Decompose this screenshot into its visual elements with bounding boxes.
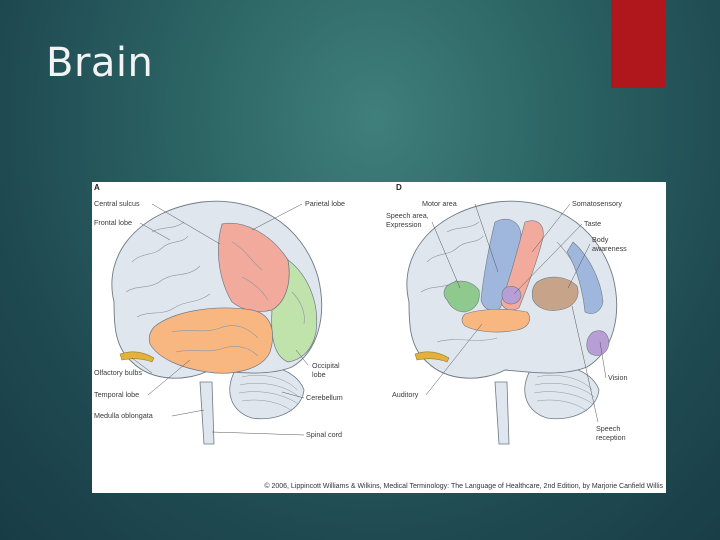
slide-title: Brain xyxy=(46,40,154,86)
label-frontal-lobe: Frontal lobe xyxy=(94,218,132,227)
label-vision: Vision xyxy=(608,373,628,382)
label-somatosensory: Somatosensory xyxy=(572,199,622,208)
label-speech-reception-1: Speech xyxy=(596,424,621,433)
occipital-lobe-a xyxy=(271,259,318,363)
label-parietal-lobe: Parietal lobe xyxy=(305,199,345,208)
label-auditory: Auditory xyxy=(392,390,419,399)
olfactory-bulb-a xyxy=(119,351,155,363)
label-olfactory-bulbs: Olfactory bulbs xyxy=(94,368,142,377)
brain-figure: A Central sulcus Frontal lobe Parietal l… xyxy=(92,182,666,493)
label-spinal-cord: Spinal cord xyxy=(306,430,342,439)
panel-a-brain xyxy=(111,200,323,445)
taste-d xyxy=(501,286,522,305)
label-motor-area: Motor area xyxy=(422,199,457,208)
somatosensory-band-d xyxy=(566,241,604,314)
accent-bar xyxy=(611,0,665,88)
temporal-lobe-a xyxy=(148,307,273,374)
label-body-awareness-1: Body xyxy=(592,235,609,244)
label-speech-expression-1: Speech area, xyxy=(386,211,429,220)
panel-d-tag: D xyxy=(396,183,402,192)
brain-illustrations xyxy=(111,200,618,445)
label-cerebellum: Cerebellum xyxy=(306,393,343,402)
label-speech-expression-2: Expression xyxy=(386,220,422,229)
brainstem-a xyxy=(199,381,215,445)
panel-d-brain xyxy=(406,200,618,445)
label-speech-reception-2: reception xyxy=(596,433,626,442)
label-taste: Taste xyxy=(584,219,602,228)
label-temporal-lobe: Temporal lobe xyxy=(94,390,140,399)
leader-lines xyxy=(131,203,607,436)
cerebellum-folds-d xyxy=(533,374,595,412)
brainstem-d xyxy=(494,381,510,445)
cerebellum-folds-a xyxy=(238,374,300,412)
speech-expression-d xyxy=(443,280,480,313)
label-occipital-2: lobe xyxy=(312,370,326,379)
auditory-d xyxy=(461,308,530,333)
label-body-awareness-2: awareness xyxy=(592,244,627,253)
figure-credit: © 2006, Lippincott Williams & Wilkins, M… xyxy=(264,483,663,490)
label-medulla-oblongata: Medulla oblongata xyxy=(94,411,153,420)
gyri-lines-a xyxy=(125,221,305,357)
label-central-sulcus: Central sulcus xyxy=(94,199,140,208)
body-awareness-d xyxy=(531,276,579,311)
vision-d xyxy=(586,330,610,356)
panel-a-tag: A xyxy=(94,183,100,192)
label-occipital-1: Occipital xyxy=(312,361,340,370)
olfactory-bulb-d xyxy=(414,351,450,363)
